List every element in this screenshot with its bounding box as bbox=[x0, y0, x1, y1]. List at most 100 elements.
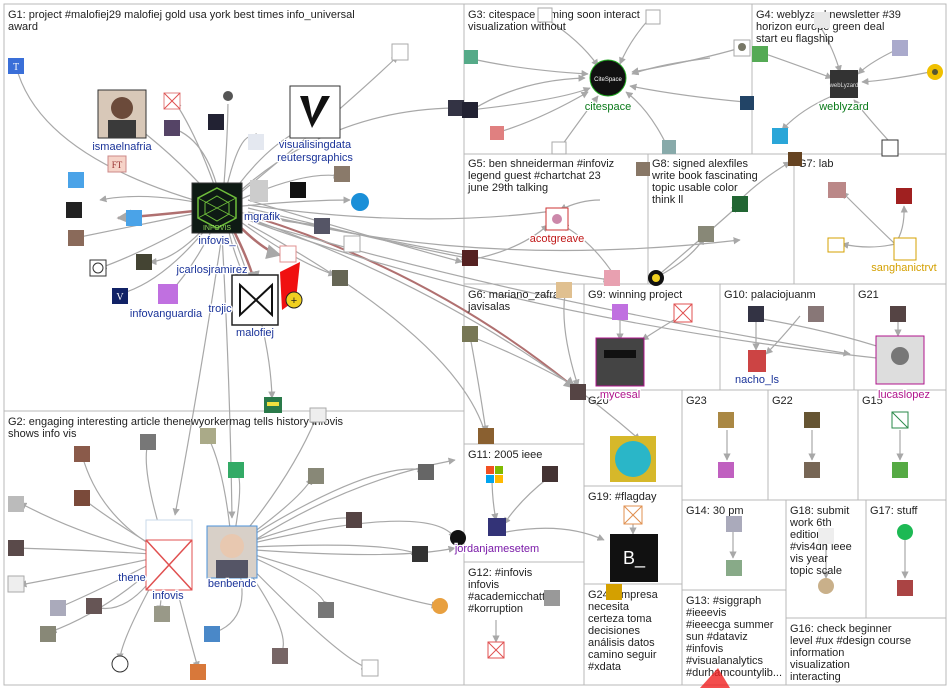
avatar-small[interactable] bbox=[86, 598, 102, 614]
avatar-small[interactable] bbox=[190, 664, 206, 680]
avatar-small[interactable] bbox=[890, 306, 906, 322]
avatar-small[interactable] bbox=[740, 96, 754, 110]
avatar-small[interactable] bbox=[412, 546, 428, 562]
avatar-small[interactable] bbox=[698, 226, 714, 242]
avatar-small[interactable] bbox=[334, 166, 350, 182]
avatar-small[interactable] bbox=[74, 490, 90, 506]
avatar-small[interactable] bbox=[891, 411, 909, 429]
avatar-small[interactable] bbox=[314, 218, 330, 234]
avatar-small[interactable]: V bbox=[112, 288, 128, 304]
node-mycesal[interactable] bbox=[595, 337, 645, 387]
avatar-small[interactable] bbox=[892, 462, 908, 478]
avatar-small[interactable] bbox=[542, 466, 558, 482]
avatar-small[interactable] bbox=[752, 46, 768, 62]
avatar-small[interactable] bbox=[418, 464, 434, 480]
avatar-small[interactable] bbox=[896, 188, 912, 204]
spotify-icon[interactable] bbox=[897, 524, 913, 540]
avatar-small[interactable] bbox=[450, 530, 466, 546]
avatar-small[interactable] bbox=[346, 512, 362, 528]
avatar-small[interactable] bbox=[279, 245, 297, 263]
avatar-small[interactable] bbox=[726, 516, 742, 532]
avatar-small[interactable] bbox=[208, 114, 224, 130]
avatar-small[interactable] bbox=[897, 580, 913, 596]
avatar-small[interactable] bbox=[804, 462, 820, 478]
avatar-small[interactable] bbox=[662, 140, 676, 154]
avatar-small[interactable] bbox=[623, 505, 643, 525]
avatar-small[interactable] bbox=[163, 92, 181, 110]
node-jordanjamesetem[interactable] bbox=[488, 518, 506, 536]
avatar-small[interactable] bbox=[272, 648, 288, 664]
avatar-small[interactable] bbox=[818, 578, 834, 594]
avatar-small[interactable] bbox=[140, 434, 156, 450]
node-visualisingdata[interactable] bbox=[289, 85, 341, 139]
avatar-small[interactable] bbox=[200, 428, 216, 444]
avatar-small[interactable] bbox=[8, 496, 24, 512]
node-ismaelnafria[interactable] bbox=[97, 89, 147, 139]
avatar-small[interactable] bbox=[248, 134, 264, 150]
avatar-small[interactable] bbox=[772, 128, 788, 144]
avatar-small[interactable] bbox=[89, 259, 107, 277]
avatar-small[interactable] bbox=[351, 193, 369, 211]
node-citespace[interactable]: CiteSpace bbox=[589, 59, 627, 97]
node-nacho_ls[interactable] bbox=[748, 350, 766, 372]
avatar-small[interactable] bbox=[814, 12, 830, 28]
sunflower-icon[interactable] bbox=[927, 64, 943, 80]
avatar-small[interactable] bbox=[718, 412, 734, 428]
avatar-small[interactable] bbox=[718, 462, 734, 478]
avatar-small[interactable] bbox=[264, 397, 282, 413]
avatar-small[interactable] bbox=[892, 40, 908, 56]
avatar-small[interactable] bbox=[50, 600, 66, 616]
avatar-small[interactable] bbox=[556, 282, 572, 298]
avatar-small[interactable] bbox=[290, 182, 306, 198]
avatar-small[interactable] bbox=[636, 162, 650, 176]
avatar-small[interactable] bbox=[732, 196, 748, 212]
avatar-small[interactable] bbox=[204, 626, 220, 642]
avatar-small[interactable] bbox=[462, 102, 478, 118]
avatar-small[interactable] bbox=[136, 254, 152, 270]
avatar-small[interactable] bbox=[40, 626, 56, 642]
avatar-small[interactable] bbox=[391, 43, 409, 61]
avatar-small[interactable] bbox=[8, 540, 24, 556]
avatar-small[interactable] bbox=[733, 39, 751, 57]
avatar-small[interactable] bbox=[154, 606, 170, 622]
avatar-small[interactable] bbox=[74, 446, 90, 462]
avatar-small[interactable] bbox=[164, 120, 180, 136]
node-infovis_[interactable]: INFOVIS bbox=[191, 182, 243, 234]
avatar-small[interactable] bbox=[343, 235, 361, 253]
avatar-small[interactable] bbox=[604, 270, 620, 286]
avatar-small[interactable] bbox=[487, 641, 505, 659]
avatar-small[interactable] bbox=[318, 602, 334, 618]
avatar-small[interactable] bbox=[308, 468, 324, 484]
node-infovis[interactable] bbox=[145, 519, 193, 591]
avatar-small[interactable] bbox=[332, 270, 348, 286]
avatar-small[interactable] bbox=[462, 250, 478, 266]
avatar-small[interactable] bbox=[818, 528, 834, 544]
avatar-small[interactable] bbox=[448, 100, 464, 116]
avatar-small[interactable] bbox=[808, 306, 824, 322]
avatar-small[interactable] bbox=[7, 575, 25, 593]
avatar-small[interactable] bbox=[309, 407, 327, 423]
avatar-small[interactable] bbox=[68, 172, 84, 188]
avatar-small[interactable] bbox=[648, 270, 664, 286]
node-b-logo[interactable]: B_ bbox=[610, 534, 658, 582]
avatar-small[interactable] bbox=[250, 180, 268, 202]
avatar-small[interactable] bbox=[126, 210, 142, 226]
avatar-small[interactable] bbox=[158, 284, 178, 304]
avatar-small[interactable] bbox=[612, 304, 628, 320]
node-malofiej[interactable] bbox=[231, 274, 279, 326]
avatar-small[interactable] bbox=[726, 560, 742, 576]
node-sanghanictrvt[interactable] bbox=[893, 237, 917, 261]
avatar-small[interactable] bbox=[111, 655, 129, 673]
avatar-small[interactable] bbox=[788, 152, 802, 166]
avatar-brain[interactable] bbox=[610, 436, 656, 482]
node-weblyzard[interactable]: webLyzard bbox=[829, 70, 859, 98]
avatar-small[interactable] bbox=[432, 598, 448, 614]
avatar-small[interactable] bbox=[881, 139, 899, 157]
avatar-small[interactable] bbox=[544, 590, 560, 606]
avatar-small[interactable] bbox=[827, 237, 845, 253]
avatar-small[interactable] bbox=[804, 412, 820, 428]
windows-logo-icon[interactable] bbox=[486, 466, 503, 483]
avatar-small[interactable] bbox=[828, 182, 846, 198]
avatar-small[interactable] bbox=[220, 88, 236, 104]
node-lucaslopez[interactable] bbox=[875, 335, 925, 385]
